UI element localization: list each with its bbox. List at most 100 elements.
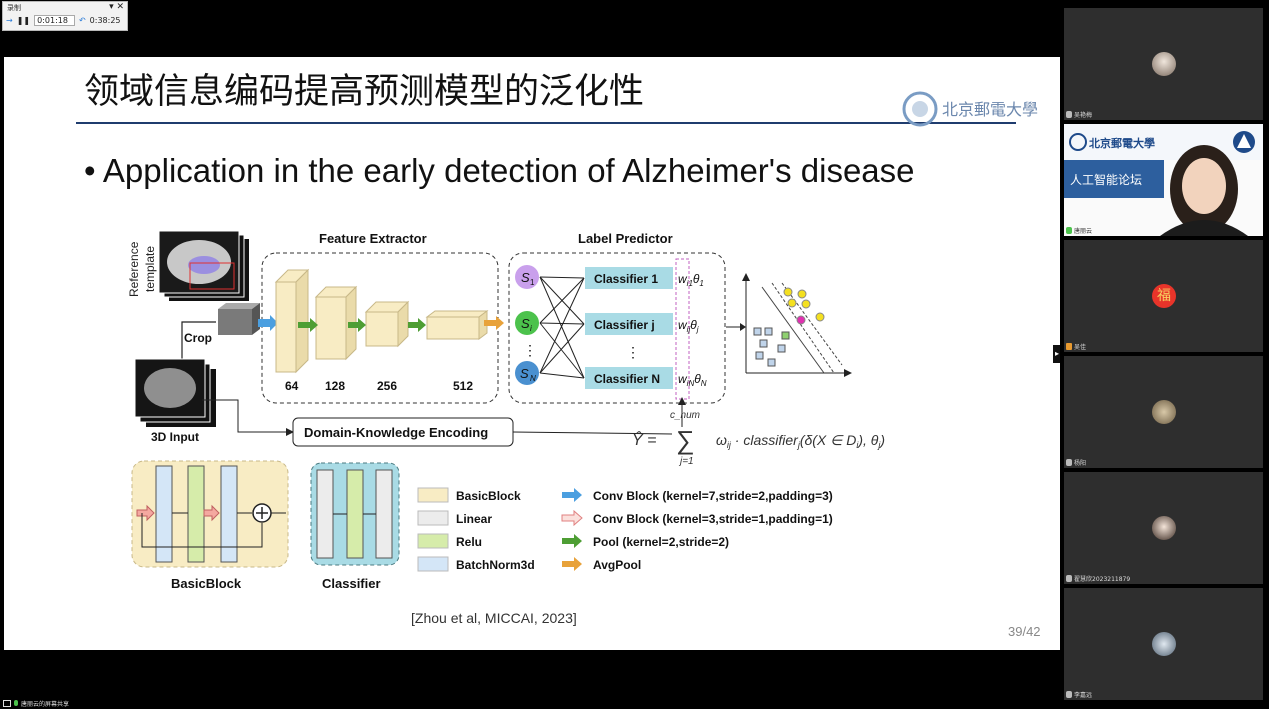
citation: [Zhou et al, MICCAI, 2023]: [411, 610, 577, 626]
participant-sidebar: 吴艳梅 北京郵電大學 人工智能论坛 唐丽云 福 吴佳 杨阳 翟慧欣2023211…: [1060, 0, 1269, 709]
university-logo: 北京郵電大學: [902, 89, 1042, 129]
svg-text:Ŷ =: Ŷ =: [632, 430, 656, 449]
recorder-menu[interactable]: ▾ ✕: [109, 2, 124, 12]
pool-arrow-2: [348, 318, 366, 332]
participant-tile[interactable]: 翟慧欣2023211879: [1064, 472, 1263, 584]
remaining-time: 0:38:25: [89, 16, 121, 25]
classifier-caption: Classifier: [322, 576, 381, 591]
svg-text:c_num: c_num: [670, 410, 700, 421]
prediction-formula: c_num Ŷ = ∑ j=1 ωij · classifierj(δ(X ∈ …: [632, 410, 885, 467]
legend-batchnorm: BatchNorm3d: [456, 558, 535, 572]
svg-text:i: i: [530, 324, 532, 333]
mic-icon: [1066, 575, 1072, 582]
source-node-i: [515, 311, 539, 335]
classifier-1-label: Classifier 1: [594, 272, 658, 286]
label-predictor-title: Label Predictor: [578, 231, 673, 246]
participant-tile[interactable]: 杨阳: [1064, 356, 1263, 468]
svg-text:S: S: [520, 366, 529, 381]
classifier-j-box: [585, 313, 673, 335]
participant-name: 唐丽云: [1074, 228, 1093, 235]
screen-share-status: 唐丽云的屏幕共享: [0, 697, 69, 709]
feature-extractor-title: Feature Extractor: [319, 231, 427, 246]
mic-icon: [1066, 343, 1072, 350]
participant-tile-speaking[interactable]: 北京郵電大學 人工智能论坛 唐丽云: [1064, 124, 1263, 236]
speaker-video: 北京郵電大學 人工智能论坛: [1064, 124, 1263, 236]
legend-relu: Relu: [456, 535, 482, 549]
avatar: 福: [1152, 284, 1176, 308]
layer-128-block: [315, 296, 347, 360]
classifier-n-box: [585, 367, 673, 389]
title-divider: [76, 122, 1016, 124]
input-mri-image: [134, 358, 216, 427]
layer-64-block: [275, 281, 297, 373]
svg-text:北京郵電大學: 北京郵電大學: [1089, 136, 1155, 150]
mic-icon: [1066, 691, 1072, 698]
classifier-j-label: Classifier j: [594, 318, 655, 332]
presentation-slide: 领域信息编码提高预测模型的泛化性 北京郵電大學 • Application in…: [4, 57, 1060, 650]
avatar: [1152, 632, 1176, 656]
collapse-panel-handle[interactable]: ▸: [1053, 345, 1061, 363]
svg-text:ωij · classifierj(δ(X ∈ Di), θ: ωij · classifierj(δ(X ∈ Di), θj): [716, 432, 885, 450]
layer-256-block: [365, 311, 399, 347]
forward-icon[interactable]: →: [6, 16, 13, 25]
legend-pool: Pool (kernel=2,stride=2): [593, 535, 729, 549]
legend-basicblock: BasicBlock: [456, 489, 521, 503]
avatar: [1152, 516, 1176, 540]
legend-left: BasicBlock Linear Relu BatchNorm3d: [417, 487, 535, 572]
logo-emblem-icon: 北京郵電大學: [902, 91, 1038, 127]
weight-labels: wi1θ1 wijθj wiNθN: [678, 272, 707, 388]
basicblock-caption: BasicBlock: [171, 576, 242, 591]
participant-name: 杨阳: [1074, 460, 1087, 467]
svg-text:j=1: j=1: [678, 456, 694, 467]
logo-text: 北京郵電大學: [942, 101, 1038, 119]
svg-text:1: 1: [530, 278, 535, 287]
pause-icon[interactable]: ❚❚: [16, 16, 31, 25]
slide-title: 领域信息编码提高预测模型的泛化性: [84, 72, 645, 112]
participant-tile[interactable]: 李嘉远: [1064, 588, 1263, 700]
svg-text:S: S: [521, 270, 530, 285]
mic-icon: [1066, 227, 1072, 234]
svg-text:wi1θ1: wi1θ1: [678, 272, 704, 288]
avatar: [1152, 400, 1176, 424]
legend-conv7: Conv Block (kernel=7,stride=2,padding=3): [593, 489, 833, 503]
input-label: 3D Input: [151, 430, 199, 444]
screen-share-icon: [3, 699, 11, 707]
classifier-n-label: Classifier N: [594, 372, 660, 386]
source-node-n: [515, 361, 539, 385]
svg-text:⋮: ⋮: [626, 344, 640, 360]
svg-text:N: N: [530, 374, 536, 383]
participant-tile[interactable]: 福 吴佳: [1064, 240, 1263, 352]
avatar: [1152, 52, 1176, 76]
architecture-diagram: Reference template Crop 3D Input Feat: [127, 230, 885, 591]
participant-name: 李嘉远: [1074, 692, 1093, 699]
page-number: 39/42: [1008, 624, 1041, 639]
channels-256: 256: [377, 379, 397, 393]
share-status-text: 唐丽云的屏幕共享: [21, 700, 70, 708]
channels-128: 128: [325, 379, 345, 393]
legend-conv3: Conv Block (kernel=3,stride=1,padding=1): [593, 512, 833, 526]
svg-text:S: S: [521, 316, 530, 331]
reference-label: Reference: [127, 241, 141, 297]
classification-scatter: [742, 273, 852, 377]
legend-avgpool: AvgPool: [593, 558, 641, 572]
elapsed-time: 0:01:18: [34, 15, 75, 26]
mic-icon: [14, 700, 18, 706]
crop-patch: [218, 303, 260, 335]
conv7-arrow: [258, 315, 278, 331]
channels-512: 512: [453, 379, 473, 393]
weight-column-box: [675, 258, 690, 400]
crop-label: Crop: [184, 331, 212, 345]
legend-linear: Linear: [456, 512, 492, 526]
channels-64: 64: [285, 379, 299, 393]
template-mri-image: [158, 230, 249, 301]
svg-text:wijθj: wijθj: [678, 318, 699, 334]
source-node-1: [515, 265, 539, 289]
participant-name: 吴艳梅: [1074, 112, 1093, 119]
template-label: template: [143, 246, 157, 292]
participant-tile[interactable]: 吴艳梅: [1064, 8, 1263, 120]
recorder-title: 录制: [7, 4, 21, 12]
recorder-widget: 录制 ▾ ✕ → ❚❚ 0:01:18 ↶ 0:38:25: [2, 1, 128, 31]
rewind-icon[interactable]: ↶: [78, 16, 86, 25]
layer-512-block: [426, 316, 480, 340]
banner-text: 人工智能论坛: [1070, 172, 1142, 187]
